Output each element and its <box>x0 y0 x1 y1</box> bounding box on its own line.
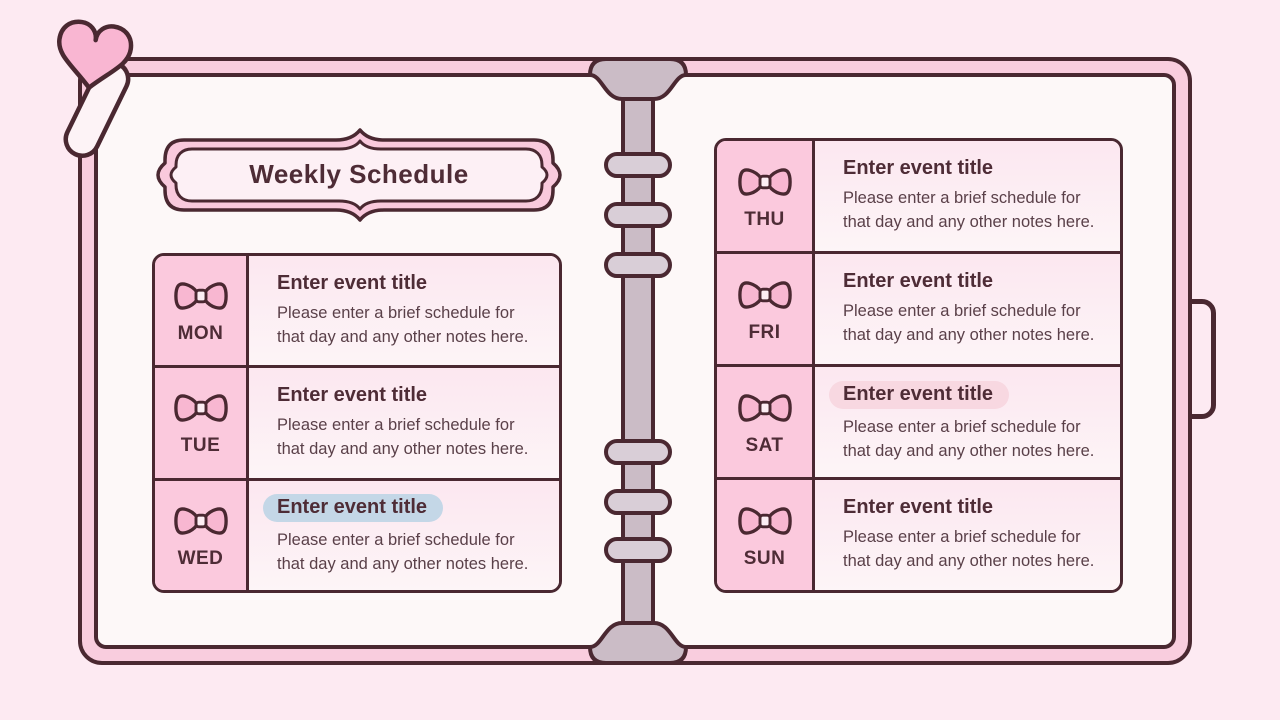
event-description-placeholder[interactable]: Please enter a brief schedule for that d… <box>277 529 551 577</box>
event-description-placeholder[interactable]: Please enter a brief schedule for that d… <box>843 526 1112 574</box>
day-cell: THU <box>717 141 815 251</box>
day-label: SUN <box>743 547 786 569</box>
event-title-placeholder[interactable]: Enter event title <box>263 493 444 522</box>
event-content: Enter event title Please enter a brief s… <box>249 256 559 366</box>
schedule-left-page: MON Enter event title Please enter a bri… <box>152 253 562 593</box>
bow-icon <box>173 507 228 535</box>
schedule-row-sun: SUN Enter event title Please enter a bri… <box>717 480 1120 590</box>
desc-line: that day and any other notes here. <box>843 441 1095 460</box>
event-description-placeholder[interactable]: Please enter a brief schedule for that d… <box>843 300 1112 348</box>
day-cell: TUE <box>155 368 249 478</box>
day-cell: FRI <box>717 254 815 364</box>
day-label: FRI <box>748 321 781 343</box>
day-label: SAT <box>745 434 784 456</box>
bow-icon <box>737 393 792 422</box>
desc-line: that day and any other notes here. <box>277 554 529 573</box>
schedule-right-page: THU Enter event title Please enter a bri… <box>714 138 1123 593</box>
schedule-row-mon: MON Enter event title Please enter a bri… <box>155 256 559 369</box>
event-content: Enter event title Please enter a brief s… <box>815 480 1120 590</box>
bow-icon <box>737 280 792 309</box>
event-title-placeholder[interactable]: Enter event title <box>277 271 428 294</box>
desc-line: Please enter a brief schedule for <box>277 416 515 435</box>
heart-pen-decoration <box>57 19 134 159</box>
bow-icon <box>173 282 228 310</box>
desc-line: Please enter a brief schedule for <box>843 189 1081 208</box>
desc-line: that day and any other notes here. <box>843 326 1095 344</box>
desc-line: Please enter a brief schedule for <box>277 303 515 322</box>
event-content: Enter event title Please enter a brief s… <box>815 367 1120 477</box>
desc-line: Please enter a brief schedule for <box>843 528 1081 547</box>
day-label: MON <box>177 323 224 345</box>
desc-line: that day and any other notes here. <box>843 552 1095 570</box>
binder-ring-icon <box>604 202 672 228</box>
event-description-placeholder[interactable]: Please enter a brief schedule for that d… <box>843 416 1112 464</box>
event-content: Enter event title Please enter a brief s… <box>249 368 559 478</box>
event-title-placeholder[interactable]: Enter event title <box>277 384 428 407</box>
event-title-placeholder[interactable]: Enter event title <box>843 496 994 519</box>
day-label: TUE <box>180 435 221 457</box>
page-title: Weekly Schedule <box>249 158 469 189</box>
event-title-placeholder[interactable]: Enter event title <box>829 380 1010 409</box>
desc-line: that day and any other notes here. <box>277 327 529 346</box>
desc-line: that day and any other notes here. <box>843 213 1095 231</box>
event-content: Enter event title Please enter a brief s… <box>815 254 1120 364</box>
desc-line: Please enter a brief schedule for <box>843 302 1081 321</box>
banner-frame <box>156 128 562 222</box>
schedule-row-thu: THU Enter event title Please enter a bri… <box>717 141 1120 254</box>
spine-top-cap <box>588 57 688 101</box>
binder-ring-icon <box>604 152 672 178</box>
event-description-placeholder[interactable]: Please enter a brief schedule for that d… <box>843 187 1112 235</box>
event-title-placeholder[interactable]: Enter event title <box>843 270 994 293</box>
spine-bottom-cap <box>588 621 688 665</box>
binder-ring-icon <box>604 489 672 515</box>
desc-line: that day and any other notes here. <box>277 439 529 458</box>
bow-icon <box>737 167 792 196</box>
desc-line: Please enter a brief schedule for <box>843 417 1081 436</box>
event-description-placeholder[interactable]: Please enter a brief schedule for that d… <box>277 414 551 462</box>
event-title-placeholder[interactable]: Enter event title <box>843 157 994 180</box>
schedule-row-fri: FRI Enter event title Please enter a bri… <box>717 254 1120 367</box>
schedule-row-wed: WED Enter event title Please enter a bri… <box>155 480 559 590</box>
binder-spine <box>588 57 688 665</box>
binder-ring-icon <box>604 537 672 563</box>
event-content: Enter event title Please enter a brief s… <box>815 141 1120 251</box>
event-content: Enter event title Please enter a brief s… <box>249 480 559 590</box>
binder-ring-icon <box>604 252 672 278</box>
day-cell: WED <box>155 480 249 590</box>
heart-icon <box>57 19 134 90</box>
schedule-row-sat: SAT Enter event title Please enter a bri… <box>717 367 1120 480</box>
event-description-placeholder[interactable]: Please enter a brief schedule for that d… <box>277 302 551 350</box>
desc-line: Please enter a brief schedule for <box>277 530 515 549</box>
schedule-row-tue: TUE Enter event title Please enter a bri… <box>155 368 559 481</box>
day-cell: SUN <box>717 480 815 590</box>
bow-icon <box>737 506 792 535</box>
binder-ring-icon <box>604 439 672 465</box>
day-cell: SAT <box>717 367 815 477</box>
day-cell: MON <box>155 256 249 366</box>
bow-icon <box>173 394 228 423</box>
day-label: WED <box>177 547 224 569</box>
day-label: THU <box>744 208 785 230</box>
